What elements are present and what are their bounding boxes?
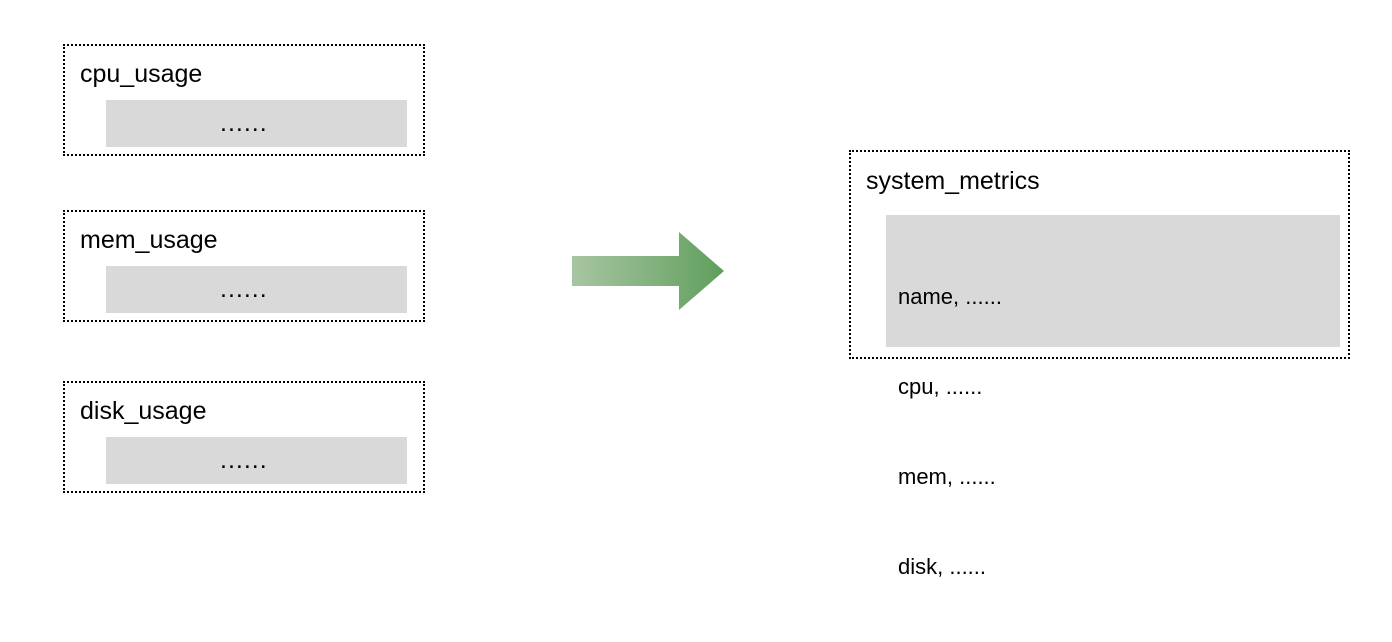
target-node-payload: name, ...... cpu, ...... mem, ...... dis… [886,215,1340,579]
target-field-row: cpu, ...... [898,374,983,399]
source-node-title: disk_usage [80,397,207,425]
source-node-payload: ...... [106,266,407,313]
source-node-cpu-usage[interactable]: cpu_usage ...... [63,44,425,156]
flow-arrow [572,230,726,312]
payload-ellipsis: ...... [220,275,268,303]
arrow-shape [572,232,724,310]
source-node-title: cpu_usage [80,60,203,88]
target-field-list: name, ...... cpu, ...... mem, ...... dis… [898,222,1002,642]
target-field-row: disk, ...... [898,554,987,579]
right-arrow-icon [572,232,724,310]
diagram-canvas: cpu_usage ...... mem_usage ...... disk_u… [63,44,1350,579]
payload-ellipsis: ...... [220,446,268,474]
source-node-payload: ...... [106,437,407,484]
target-node-title: system_metrics [866,167,1040,195]
source-node-title: mem_usage [80,226,218,254]
source-node-payload: ...... [106,100,407,147]
target-field-row: name, ...... [898,284,1002,309]
payload-ellipsis: ...... [220,109,268,137]
source-node-mem-usage[interactable]: mem_usage ...... [63,210,425,322]
target-field-row: mem, ...... [898,464,996,489]
source-node-disk-usage[interactable]: disk_usage ...... [63,381,425,493]
target-node-system-metrics[interactable]: system_metrics name, ...... cpu, ...... … [849,150,1350,579]
